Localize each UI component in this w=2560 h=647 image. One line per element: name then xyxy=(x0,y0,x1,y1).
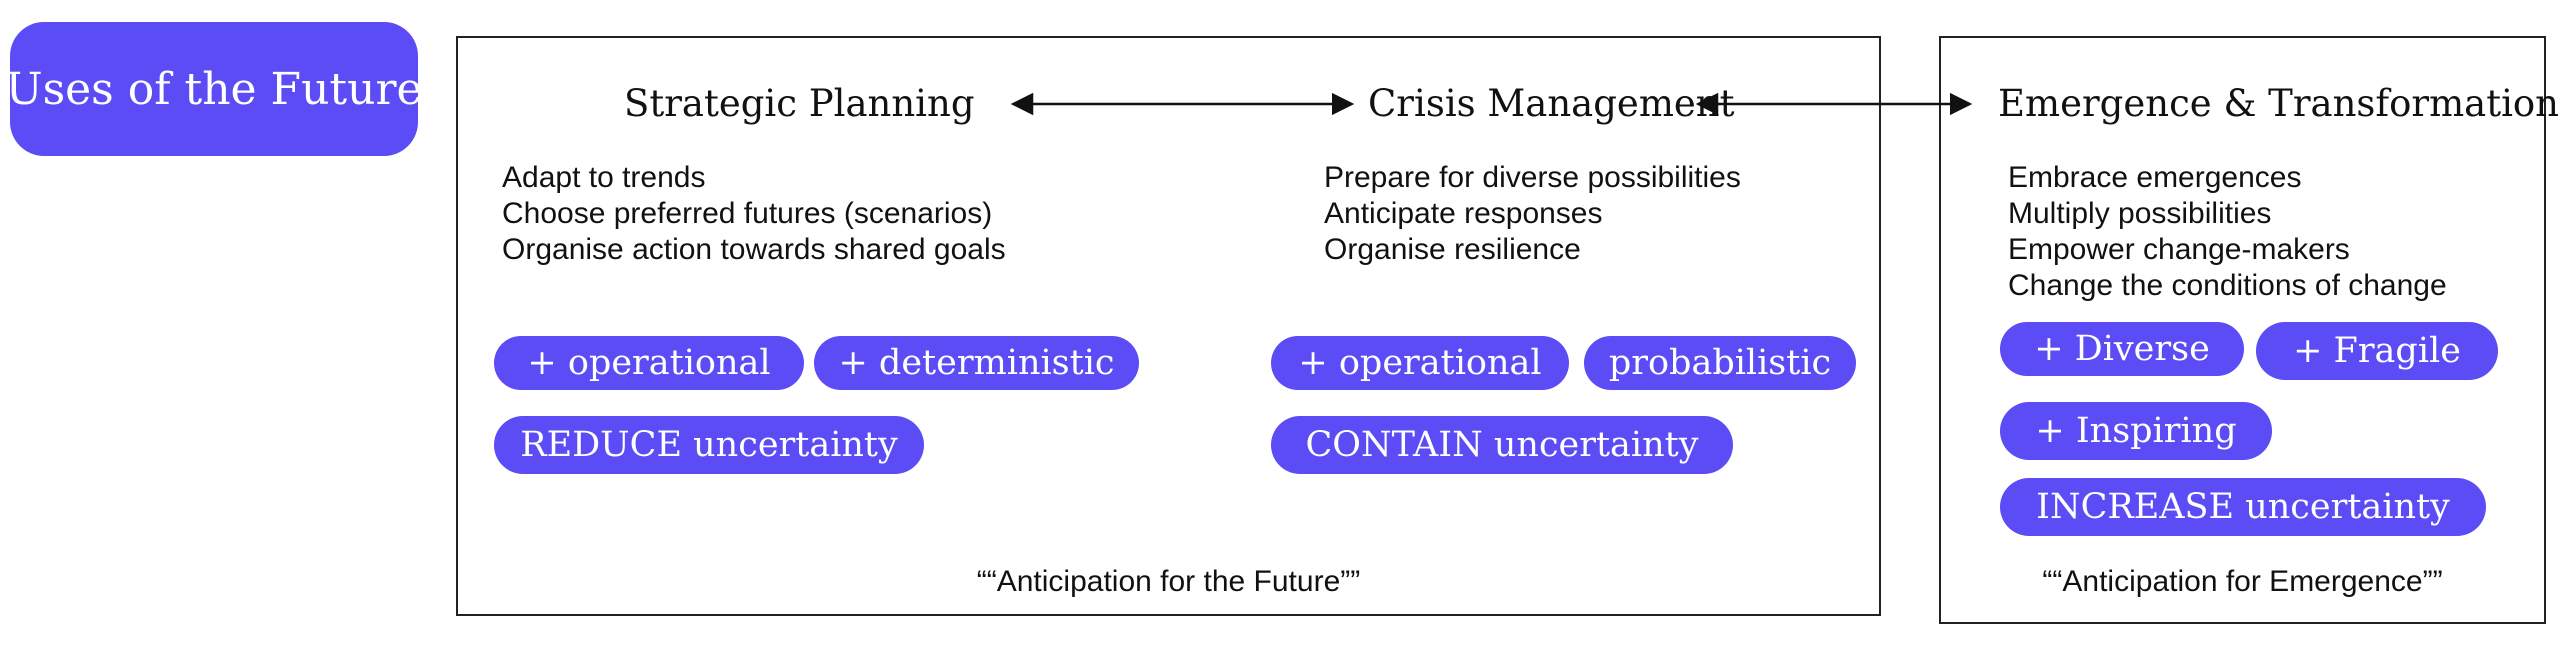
list-item: Choose preferred futures (scenarios) xyxy=(502,197,993,230)
list-item: Organise action towards shared goals xyxy=(502,233,1006,266)
list-item: Empower change-makers xyxy=(2008,233,2350,266)
tag-inspiring: + Inspiring xyxy=(2000,402,2272,460)
list-item: Organise resilience xyxy=(1324,233,1581,266)
tag-diverse: + Diverse xyxy=(2000,322,2244,376)
tag-reduce-uncertainty: REDUCE uncertainty xyxy=(494,416,924,474)
anticipation-for-future-box xyxy=(456,36,1881,616)
anticipation-for-emergence-box xyxy=(1939,36,2546,624)
tag-operational: + operational xyxy=(1271,336,1569,390)
future-quote: ““Anticipation for the Future”” xyxy=(976,565,1361,598)
strategic-planning-heading: Strategic Planning xyxy=(624,82,975,125)
list-item: Prepare for diverse possibilities xyxy=(1324,161,1741,194)
list-item: Anticipate responses xyxy=(1324,197,1603,230)
crisis-management-heading: Crisis Management xyxy=(1368,82,1735,125)
title-pill: Uses of the Future xyxy=(5,22,423,156)
tag-contain-uncertainty: CONTAIN uncertainty xyxy=(1271,416,1733,474)
emergence-list: Embrace emergences Multiply possibilitie… xyxy=(2008,160,2447,304)
strategic-planning-list: Adapt to trends Choose preferred futures… xyxy=(502,160,1006,268)
list-item: Change the conditions of change xyxy=(2008,269,2447,302)
tag-operational: + operational xyxy=(494,336,804,390)
tag-fragile: + Fragile xyxy=(2256,322,2498,380)
emergence-quote: ““Anticipation for Emergence”” xyxy=(2042,565,2443,598)
emergence-heading: Emergence & Transformation xyxy=(1998,82,2560,125)
tag-increase-uncertainty: INCREASE uncertainty xyxy=(2000,478,2486,536)
diagram-title: Uses of the Future xyxy=(5,63,423,115)
crisis-management-list: Prepare for diverse possibilities Antici… xyxy=(1324,160,1741,268)
list-item: Multiply possibilities xyxy=(2008,197,2272,230)
list-item: Adapt to trends xyxy=(502,161,706,194)
tag-probabilistic: probabilistic xyxy=(1584,336,1856,390)
tag-deterministic: + deterministic xyxy=(814,336,1139,390)
list-item: Embrace emergences xyxy=(2008,161,2302,194)
